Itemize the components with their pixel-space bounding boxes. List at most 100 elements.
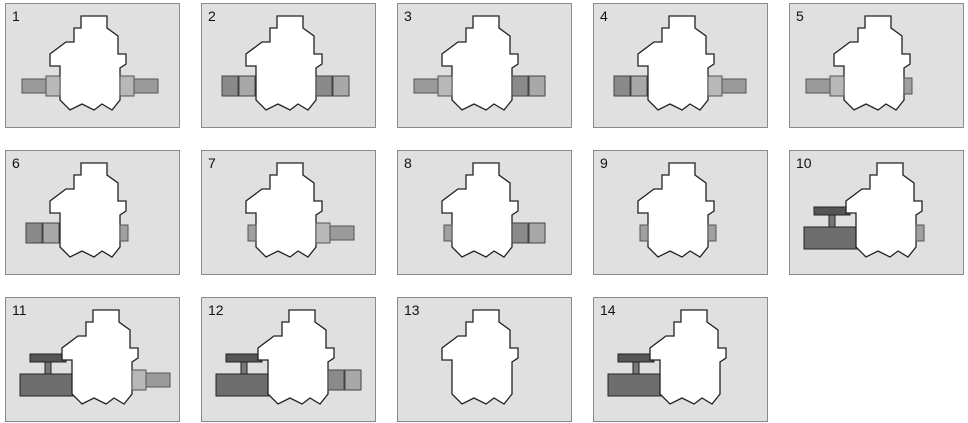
- regulator-illustration: [21, 15, 159, 111]
- left-fitting-union-fitting: [413, 75, 453, 97]
- panel-number: 10: [796, 155, 812, 171]
- right-fitting-compression-nut: [511, 75, 546, 97]
- nut-a: [327, 369, 345, 391]
- nut-b: [344, 369, 362, 391]
- stub-end: [903, 77, 913, 95]
- left-fitting-compression-nut: [25, 222, 60, 244]
- nut-b: [528, 75, 546, 97]
- regulator-body: [61, 309, 139, 405]
- regulator-body: [637, 162, 715, 258]
- left-fitting-compression-nut: [613, 75, 648, 97]
- right-fitting-union-fitting: [315, 222, 355, 244]
- nut-a: [25, 222, 43, 244]
- right-fitting-compression-nut: [315, 75, 350, 97]
- regulator-body: [245, 15, 323, 111]
- regulator-body: [833, 15, 911, 111]
- right-fitting-stub: [707, 224, 717, 242]
- stub-end: [247, 224, 257, 242]
- union-nut: [829, 75, 845, 97]
- left-fitting-union-fitting: [805, 75, 845, 97]
- union-nut: [131, 369, 147, 391]
- nut-a: [221, 75, 239, 97]
- stub-end: [639, 224, 649, 242]
- union-nut: [45, 75, 61, 97]
- regulator-illustration: [613, 15, 747, 111]
- regulator-illustration: [245, 162, 355, 258]
- regulator-body: [257, 309, 335, 405]
- valve-handle: [813, 206, 851, 216]
- panel-10: 10: [789, 150, 964, 275]
- regulator-illustration: [221, 15, 350, 111]
- regulator-body: [649, 309, 727, 405]
- regulator-body: [441, 15, 519, 111]
- regulator-illustration: [805, 15, 913, 111]
- regulator-body: [441, 309, 519, 405]
- panel-14: 14: [593, 297, 768, 422]
- right-fitting-union-fitting: [707, 75, 747, 97]
- pipe-stub: [143, 372, 171, 388]
- union-nut: [707, 75, 723, 97]
- nut-b: [238, 75, 256, 97]
- panel-6: 6: [5, 150, 180, 275]
- nut-b: [42, 222, 60, 244]
- nut-a: [315, 75, 333, 97]
- pipe-stub: [805, 78, 833, 94]
- pipe-stub: [21, 78, 49, 94]
- valve-body: [19, 373, 77, 397]
- right-fitting-compression-nut: [327, 369, 362, 391]
- pipe-stub: [131, 78, 159, 94]
- valve-stem: [632, 361, 640, 375]
- regulator-body: [49, 15, 127, 111]
- panel-number: 3: [404, 8, 412, 24]
- right-fitting-stub: [119, 224, 129, 242]
- regulator-illustration: [803, 162, 925, 258]
- right-fitting-union-fitting: [119, 75, 159, 97]
- panel-3: 3: [397, 3, 572, 128]
- nut-b: [630, 75, 648, 97]
- regulator-body: [637, 15, 715, 111]
- regulator-illustration: [215, 309, 362, 405]
- pipe-stub: [413, 78, 441, 94]
- panel-1: 1: [5, 3, 180, 128]
- left-fitting-union-fitting: [21, 75, 61, 97]
- regulator-illustration: [441, 162, 546, 258]
- panel-4: 4: [593, 3, 768, 128]
- valve-body: [215, 373, 273, 397]
- regulator-body: [49, 162, 127, 258]
- left-fitting-compression-nut: [221, 75, 256, 97]
- panel-number: 7: [208, 155, 216, 171]
- regulator-illustration: [441, 309, 519, 405]
- panel-8: 8: [397, 150, 572, 275]
- panel-number: 8: [404, 155, 412, 171]
- pipe-stub: [327, 225, 355, 241]
- panel-11: 11: [5, 297, 180, 422]
- nut-b: [332, 75, 350, 97]
- left-fitting-stub: [247, 224, 257, 242]
- panel-2: 2: [201, 3, 376, 128]
- panel-5: 5: [789, 3, 964, 128]
- panel-number: 13: [404, 302, 420, 318]
- stub-end: [915, 224, 925, 242]
- nut-a: [511, 75, 529, 97]
- regulator-illustration: [607, 309, 727, 405]
- panel-12: 12: [201, 297, 376, 422]
- valve-handle: [225, 353, 263, 363]
- panel-number: 1: [12, 8, 20, 24]
- regulator-illustration: [25, 162, 129, 258]
- stub-end: [119, 224, 129, 242]
- left-fitting-stub: [639, 224, 649, 242]
- right-fitting-stub: [903, 77, 913, 95]
- panel-number: 5: [796, 8, 804, 24]
- valve-body: [803, 226, 861, 250]
- nut-b: [528, 222, 546, 244]
- left-fitting-stub: [443, 224, 453, 242]
- union-nut: [437, 75, 453, 97]
- panel-number: 4: [600, 8, 608, 24]
- right-fitting-compression-nut: [511, 222, 546, 244]
- valve-stem: [828, 214, 836, 228]
- regulator-body: [441, 162, 519, 258]
- panel-number: 2: [208, 8, 216, 24]
- right-fitting-union-fitting: [131, 369, 171, 391]
- panel-number: 14: [600, 302, 616, 318]
